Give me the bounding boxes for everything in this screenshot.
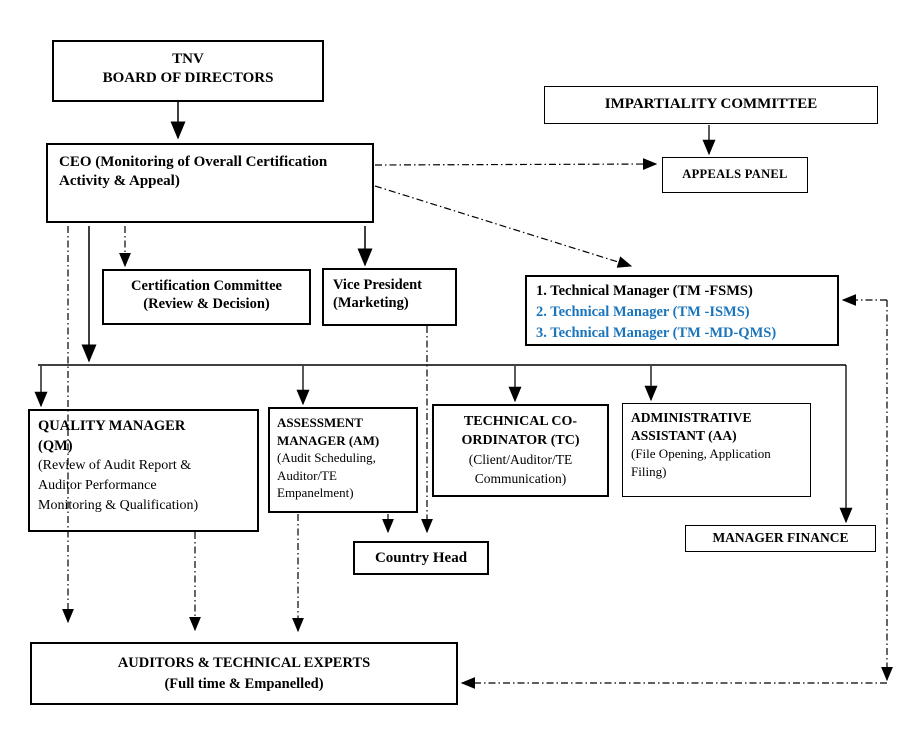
technical-coordinator-desc-1: (Client/Auditor/TE [468, 452, 573, 467]
node-technical-coordinator: TECHNICAL CO- ORDINATOR (TC) (Client/Aud… [432, 404, 609, 497]
technical-manager-md-qms: 3. Technical Manager (TM -MD-QMS) [536, 325, 777, 341]
administrative-assistant-title-2: ASSISTANT (AA) [631, 428, 737, 443]
assessment-manager-desc-2: Auditor/TE [277, 467, 337, 483]
node-technical-managers: 1. Technical Manager (TM -FSMS) 2. Techn… [525, 275, 839, 346]
certification-committee-line-2: (Review & Decision) [143, 296, 270, 313]
board-line-2: BOARD OF DIRECTORS [102, 69, 274, 86]
node-manager-finance: MANAGER FINANCE [685, 525, 876, 552]
administrative-assistant-title-1: ADMINISTRATIVE [631, 410, 752, 425]
node-certification-committee: Certification Committee (Review & Decisi… [102, 269, 311, 325]
quality-manager-desc-2: Auditor Performance [38, 478, 157, 493]
quality-manager-title-1: QUALITY MANAGER [38, 418, 186, 434]
board-line-1: TNV [172, 51, 204, 67]
vice-president-line-1: Vice President [333, 277, 422, 293]
node-ceo: CEO (Monitoring of Overall Certification… [46, 143, 374, 223]
auditors-line-2: (Full time & Empanelled) [164, 676, 324, 692]
quality-manager-desc-1: (Review of Audit Report & [38, 458, 192, 473]
node-assessment-manager: ASSESSMENT MANAGER (AM) (Audit Schedulin… [268, 407, 418, 513]
assessment-manager-title-2: MANAGER (AM) [277, 432, 380, 448]
technical-coordinator-title-2: ORDINATOR (TC) [461, 433, 580, 448]
technical-coordinator-title-1: TECHNICAL CO- [463, 414, 578, 429]
country-head-label: Country Head [374, 550, 468, 566]
auditors-line-1: AUDITORS & TECHNICAL EXPERTS [117, 655, 371, 671]
impartiality-committee-label: IMPARTIALITY COMMITTEE [604, 96, 818, 112]
assessment-manager-desc-3: Empanelment) [277, 485, 354, 500]
ceo-line-1: CEO (Monitoring of Overall Certification [59, 154, 328, 170]
administrative-assistant-desc-2: Filing) [631, 464, 667, 479]
node-appeals-panel: APPEALS PANEL [662, 157, 808, 193]
node-quality-manager: QUALITY MANAGER (QM) (Review of Audit Re… [28, 409, 259, 532]
certification-committee-line-1: Certification Committee [131, 278, 282, 294]
ceo-line-2: Activity & Appeal) [59, 172, 180, 189]
node-vice-president: Vice President (Marketing) [322, 268, 457, 326]
connector-ceo-to-technical-managers [374, 185, 633, 268]
administrative-assistant-desc-1: (File Opening, Application [631, 446, 771, 461]
assessment-manager-desc-1: (Audit Scheduling, [277, 450, 376, 465]
vice-president-line-2: (Marketing) [333, 295, 409, 312]
technical-manager-isms: 2. Technical Manager (TM -ISMS) [536, 304, 750, 320]
technical-manager-fsms: 1. Technical Manager (TM -FSMS) [536, 283, 753, 299]
node-board-of-directors: TNV BOARD OF DIRECTORS [52, 40, 324, 102]
quality-manager-title-2: (QM) [38, 438, 73, 454]
assessment-manager-title-1: ASSESSMENT [277, 415, 363, 430]
node-impartiality-committee: IMPARTIALITY COMMITTEE [544, 86, 878, 124]
manager-finance-label: MANAGER FINANCE [712, 530, 849, 545]
node-country-head: Country Head [353, 541, 489, 575]
appeals-panel-label: APPEALS PANEL [682, 167, 788, 181]
node-administrative-assistant: ADMINISTRATIVE ASSISTANT (AA) (File Open… [622, 403, 811, 497]
node-auditors-technical-experts: AUDITORS & TECHNICAL EXPERTS (Full time … [30, 642, 458, 705]
technical-coordinator-desc-2: Communication) [474, 471, 567, 486]
connector-ceo-to-appeals-panel [374, 158, 658, 171]
quality-manager-desc-3: Monitoring & Qualification) [38, 498, 199, 513]
